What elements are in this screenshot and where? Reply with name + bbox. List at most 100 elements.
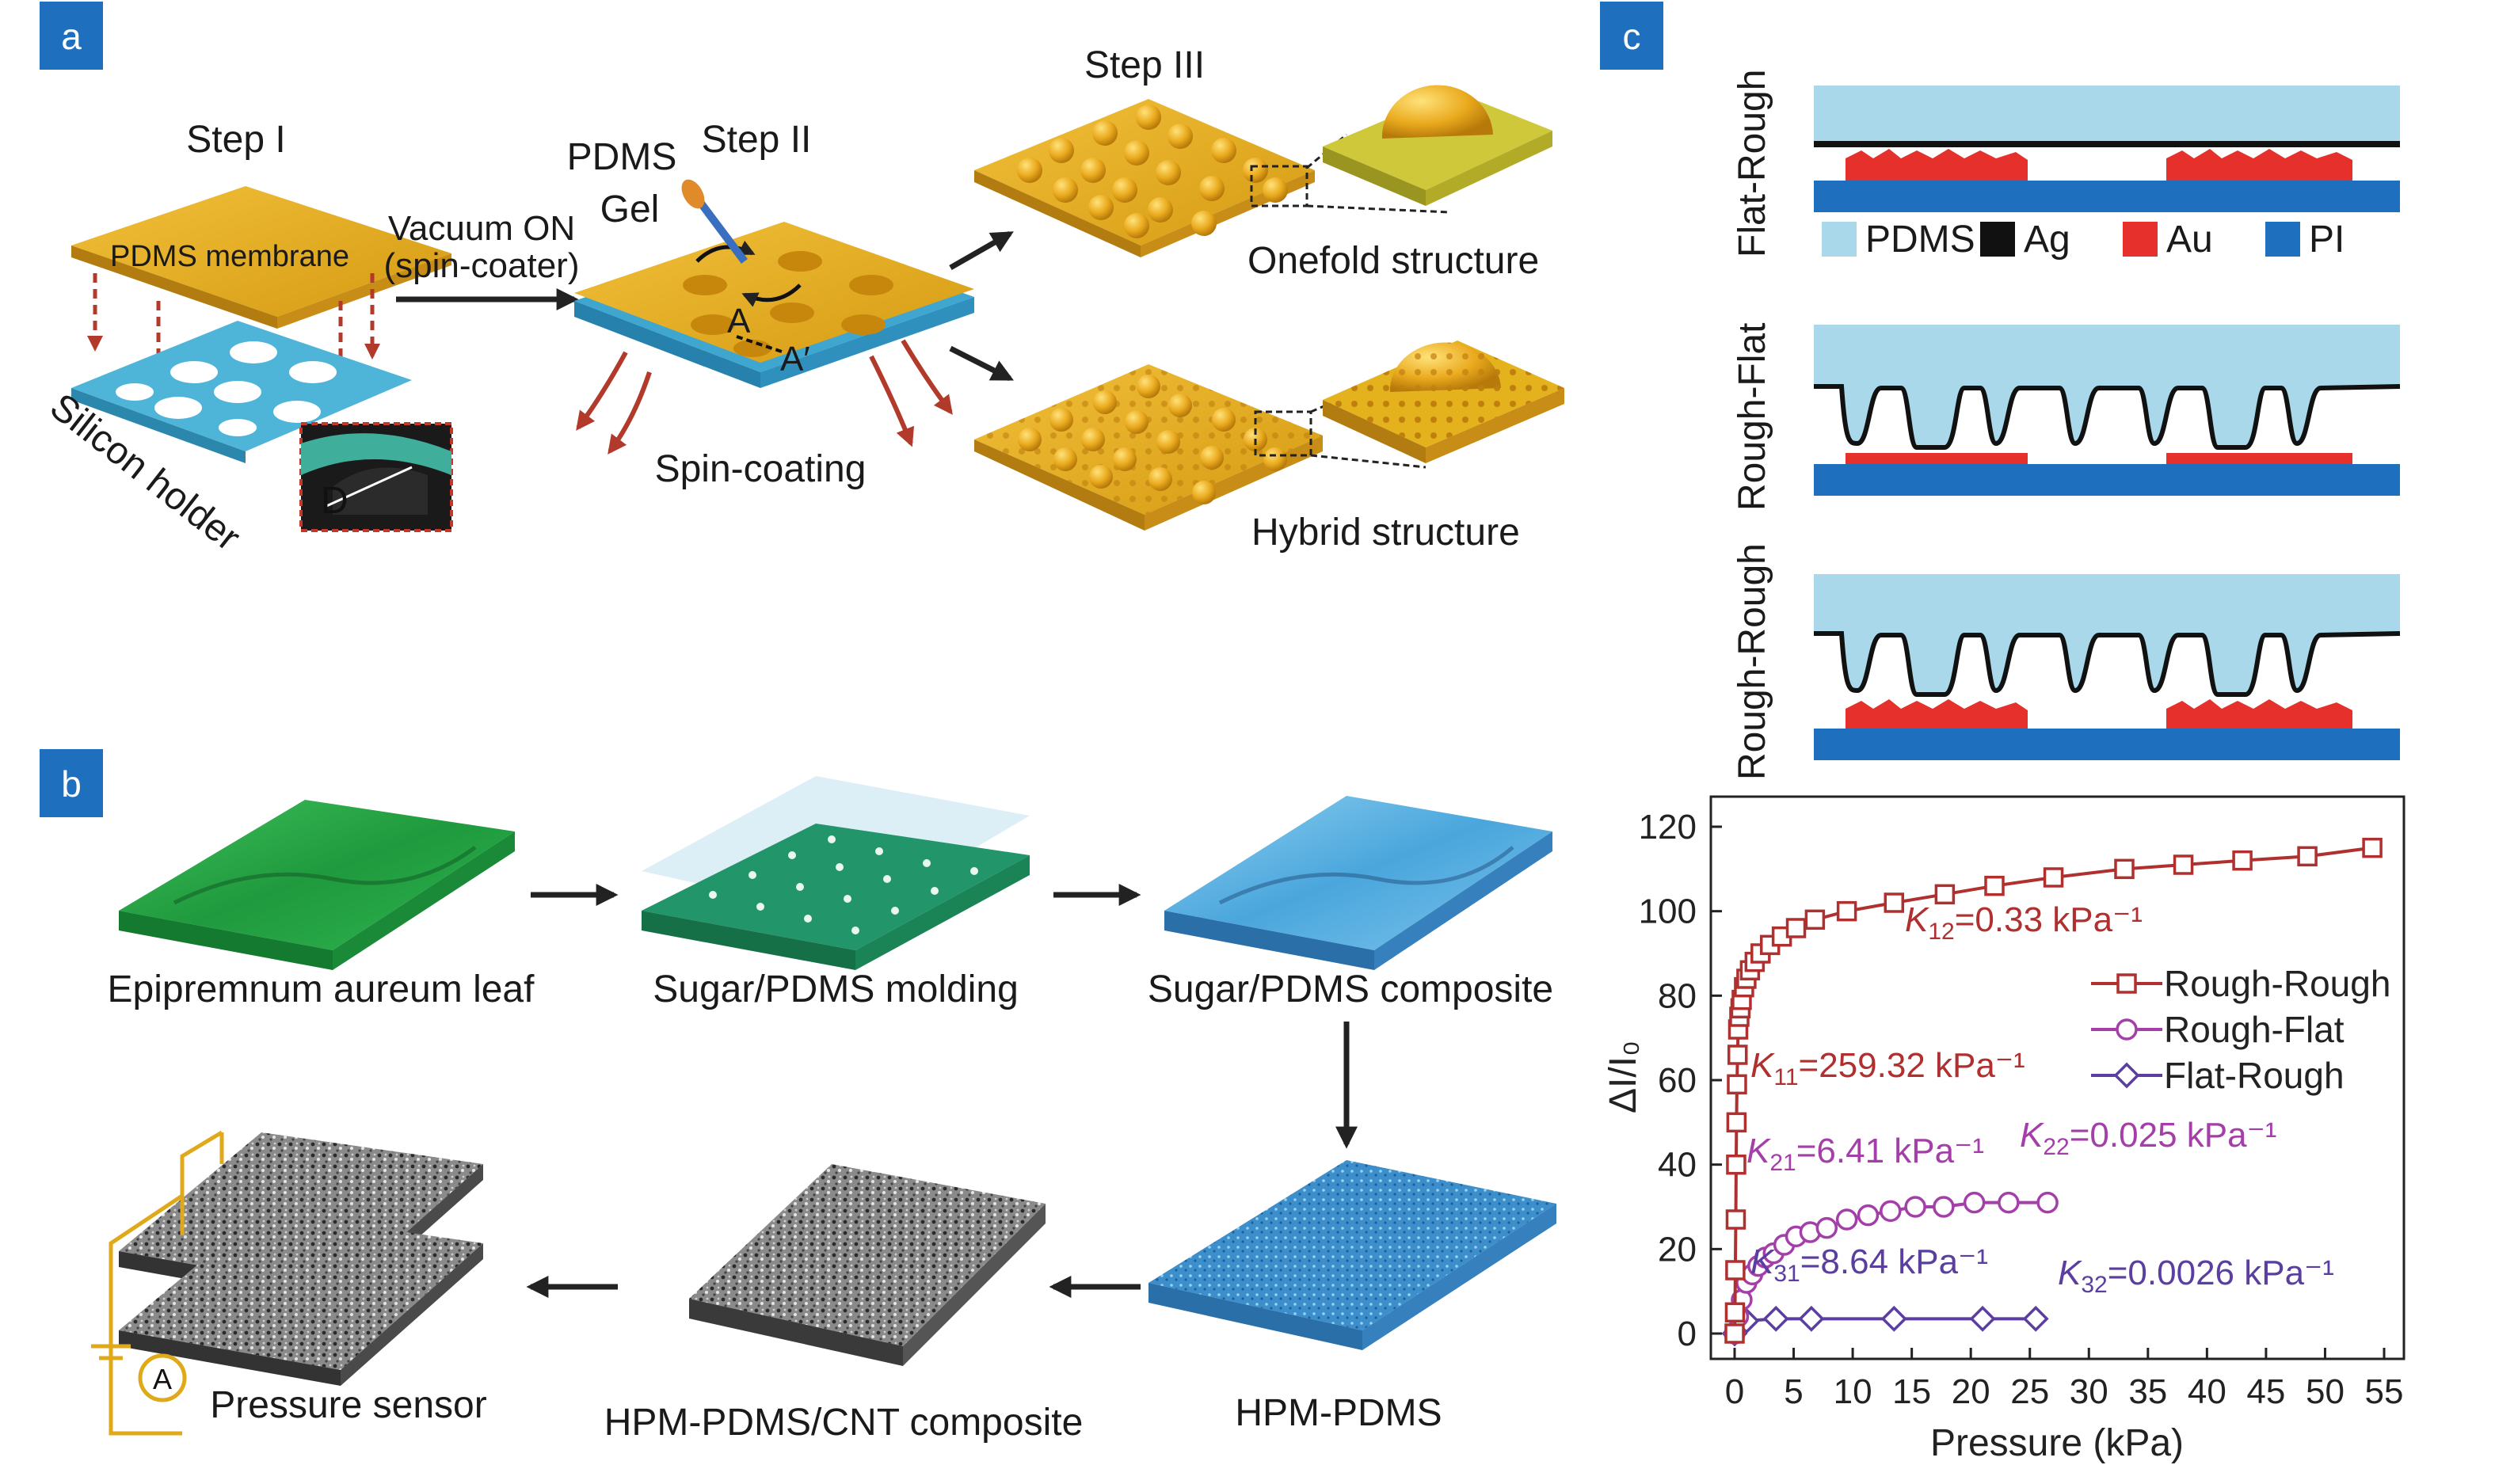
data-point-rough-rough <box>1727 1045 1748 1065</box>
pdms-membrane-label: PDMS membrane <box>110 240 349 273</box>
x-tick-label: 35 <box>2128 1372 2167 1411</box>
data-point-flat-rough <box>1798 1305 1825 1332</box>
data-point-flat-rough <box>2022 1305 2049 1332</box>
molding-slab <box>642 776 1030 970</box>
step-1-label: Step I <box>186 119 285 161</box>
legend-swatch-au <box>2123 222 2158 257</box>
legend-label-ag: Ag <box>2024 219 2070 261</box>
molding-label: Sugar/PDMS molding <box>653 968 1019 1010</box>
schematic-label-rough-rough: Rough-Rough <box>1731 543 1773 780</box>
vacuum-label-1: Vacuum ON <box>388 209 575 248</box>
leaf-slab <box>119 800 515 970</box>
composite-label: Sugar/PDMS composite <box>1148 968 1553 1010</box>
series-layer <box>1721 837 2383 1347</box>
plot-frame <box>1709 795 2405 1360</box>
data-point-rough-rough <box>2114 858 2135 880</box>
k-annotation-22: K22=0.025 kPa⁻¹ <box>2020 1116 2276 1160</box>
y-tick-label: 0 <box>1678 1315 1697 1353</box>
hybrid-structure <box>974 364 1323 531</box>
series-rough-flat <box>1724 1191 2059 1345</box>
arrow-to-onefold <box>949 230 1014 271</box>
spin-coating-substrate <box>574 179 974 388</box>
data-point-rough-rough <box>2173 854 2194 875</box>
step-3-label: Step III <box>1084 44 1205 86</box>
k-annotation-31: K31=8.64 kPa⁻¹ <box>1750 1242 1988 1287</box>
hpm-cnt-label: HPM-PDMS/CNT composite <box>604 1402 1084 1444</box>
data-point-rough-flat <box>1933 1196 1955 1218</box>
hpm-cnt-slab <box>689 1164 1046 1366</box>
data-point-rough-flat <box>1880 1200 1902 1223</box>
x-tick-label: 0 <box>1725 1372 1744 1411</box>
panel-b-tag-label: b <box>61 763 82 805</box>
holder-inset <box>299 422 453 532</box>
y-tick-label: 40 <box>1658 1146 1697 1185</box>
panel-b-tag <box>40 749 103 817</box>
data-point-rough-rough <box>1724 1302 1746 1323</box>
step-2-label: Step II <box>702 119 812 161</box>
x-tick-label: 55 <box>2365 1372 2404 1411</box>
legend-label-rough-rough: Rough-Rough <box>2164 963 2390 1004</box>
panel-a-tag <box>40 2 103 70</box>
series-rough-rough <box>1724 837 2383 1344</box>
panel-c-tag-label: c <box>1623 16 1641 57</box>
data-point-rough-rough <box>1785 918 1807 938</box>
x-tick-label: 5 <box>1784 1372 1803 1411</box>
hybrid-zoom <box>1310 341 1564 469</box>
schematic-label-flat-rough: Flat-Rough <box>1731 70 1773 257</box>
data-point-rough-flat <box>1963 1191 1986 1214</box>
data-point-rough-rough <box>2043 867 2064 888</box>
onefold-structure <box>974 99 1315 257</box>
data-point-rough-flat <box>1998 1191 2020 1214</box>
material-legend: PDMS Ag Au PI <box>1822 219 2345 261</box>
data-point-rough-rough <box>1804 909 1826 930</box>
data-point-rough-rough <box>1724 1323 1745 1344</box>
data-point-flat-rough <box>1880 1305 1907 1332</box>
legend-swatch-pi <box>2265 222 2300 257</box>
onefold-label: Onefold structure <box>1248 240 1539 282</box>
a-prime-label: A′ <box>780 340 810 379</box>
x-tick-label: 10 <box>1834 1372 1872 1411</box>
panel-c: c Flat-Rough PDMS Ag Au PI <box>1600 2 2405 1464</box>
legend-marker-rough-rough <box>2116 973 2137 994</box>
data-point-rough-rough <box>1836 900 1857 922</box>
sensor-label: Pressure sensor <box>210 1384 486 1426</box>
arrow-to-hybrid <box>949 345 1014 382</box>
data-point-rough-rough <box>1725 1209 1746 1230</box>
data-point-rough-flat <box>1835 1208 1858 1231</box>
hpm-slab <box>1148 1160 1556 1350</box>
x-tick-label: 15 <box>1892 1372 1931 1411</box>
a-label: A <box>727 302 751 341</box>
y-tick-label: 80 <box>1658 976 1697 1015</box>
vacuum-label-2: (spin-coater) <box>384 246 580 285</box>
schematic-label-rough-flat: Rough-Flat <box>1731 323 1773 511</box>
y-tick-label: 20 <box>1658 1230 1697 1269</box>
schematic-flat-rough <box>1814 86 2400 212</box>
onefold-zoom <box>1306 85 1552 214</box>
composite-slab <box>1164 796 1552 970</box>
legend-marker-flat-rough <box>2113 1062 2140 1089</box>
legend-label-pi: PI <box>2309 219 2345 261</box>
x-tick-label: 30 <box>2070 1372 2108 1411</box>
panel-b: b Epipremnum aureum leaf Sugar/PDMS mold… <box>40 749 1556 1444</box>
legend-swatch-ag <box>1980 222 2015 257</box>
ammeter-label: A <box>153 1363 172 1395</box>
panel-a: a Step I PDMS membrane <box>40 2 1564 559</box>
spin-coating-label: Spin-coating <box>655 448 867 490</box>
x-tick-label: 45 <box>2246 1372 2285 1411</box>
data-point-rough-rough <box>1884 892 1905 913</box>
d-label: D <box>321 480 349 522</box>
leaf-label: Epipremnum aureum leaf <box>108 968 535 1010</box>
data-point-rough-flat <box>1904 1196 1926 1218</box>
x-tick-label: 25 <box>2010 1372 2049 1411</box>
legend-label-au: Au <box>2166 219 2213 261</box>
data-point-rough-rough <box>1725 1260 1746 1280</box>
legend-label-flat-rough: Flat-Rough <box>2164 1055 2345 1096</box>
gel-label: Gel <box>600 188 660 230</box>
panel-a-tag-label: a <box>61 16 82 57</box>
legend-label-rough-flat: Rough-Flat <box>2164 1009 2345 1050</box>
data-point-rough-rough <box>1726 1154 1746 1175</box>
